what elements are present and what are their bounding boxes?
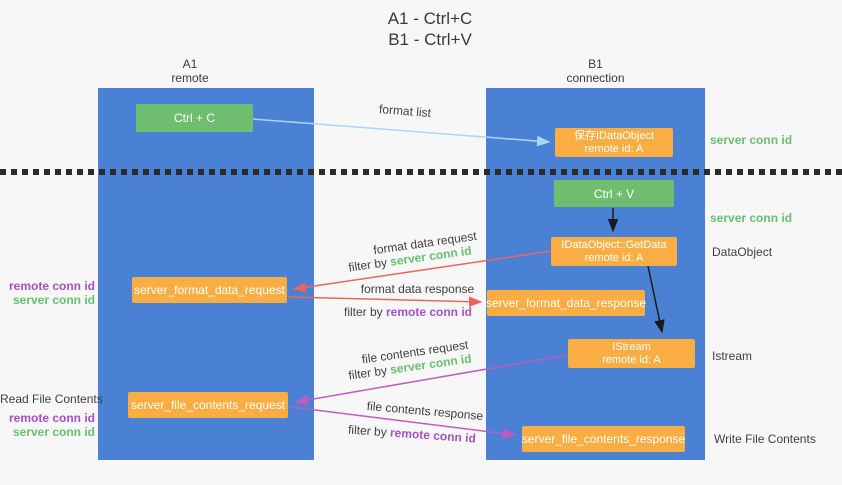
label-filter-by-remote-conn-id-2: filter by remote conn id bbox=[337, 422, 488, 446]
title-line-b1: B1 - Ctrl+V bbox=[388, 30, 472, 49]
node-ctrl-c: Ctrl + C bbox=[136, 104, 253, 132]
lane-a-name: A1 bbox=[182, 57, 198, 71]
right-label-write-file-contents: Write File Contents bbox=[714, 432, 816, 446]
label-format-list: format list bbox=[378, 101, 432, 121]
node-istream-line2: remote id: A bbox=[602, 353, 661, 366]
filter-by-text: filter by bbox=[347, 254, 392, 275]
right-label-server-conn-id-2: server conn id bbox=[710, 211, 793, 225]
arrow-format-data-response bbox=[287, 296, 483, 307]
lane-b-name: B1 bbox=[588, 57, 603, 71]
left-label-server-conn-id-1: server conn id bbox=[12, 293, 95, 307]
node-server-format-data-response: server_format_data_response bbox=[486, 290, 646, 316]
lane-a-subtitle: remote bbox=[171, 71, 209, 85]
node-save-idataobject-line1: 保存IDataObject bbox=[573, 129, 655, 142]
label-format-data-response: format data response bbox=[360, 282, 475, 296]
node-server-file-contents-request: server_file_contents_request bbox=[128, 392, 288, 418]
right-label-istream: Istream bbox=[712, 349, 753, 363]
remote-conn-id-text: remote conn id bbox=[386, 305, 473, 319]
node-server-format-data-request: server_format_data_request bbox=[132, 277, 287, 303]
label-filter-by-remote-conn-id-1: filter by remote conn id bbox=[333, 305, 483, 319]
node-save-idataobject: 保存IDataObject remote id: A bbox=[555, 128, 673, 157]
filter-by-text: filter by bbox=[343, 305, 386, 319]
left-label-server-conn-id-2: server conn id bbox=[12, 425, 95, 439]
label-file-contents-response: file contents response bbox=[366, 398, 484, 424]
machine-boundary-dotted-line bbox=[0, 169, 842, 175]
lane-b-header: B1 connection bbox=[486, 57, 705, 85]
node-istream-line1: IStream bbox=[612, 340, 651, 353]
remote-conn-id-text: remote conn id bbox=[389, 425, 477, 446]
node-server-file-contents-response: server_file_contents_response bbox=[522, 426, 685, 452]
lane-b-subtitle: connection bbox=[566, 71, 625, 85]
left-label-remote-conn-id-1: remote conn id bbox=[8, 279, 95, 293]
left-label-remote-conn-id-2: remote conn id bbox=[8, 411, 95, 425]
diagram-title: A1 - Ctrl+C B1 - Ctrl+V bbox=[300, 8, 560, 50]
node-idataobject-getdata: IDataObject::GetData remote id: A bbox=[551, 237, 677, 266]
node-save-idataobject-line2: remote id: A bbox=[584, 142, 644, 155]
filter-by-text: filter by bbox=[347, 422, 391, 440]
node-istream: IStream remote id: A bbox=[568, 339, 695, 368]
right-label-dataobject: DataObject bbox=[712, 245, 773, 259]
node-getdata-line2: remote id: A bbox=[584, 251, 644, 264]
node-getdata-line1: IDataObject::GetData bbox=[561, 238, 667, 251]
lane-a-header: A1 remote bbox=[90, 57, 290, 85]
right-label-server-conn-id-1: server conn id bbox=[710, 133, 793, 147]
node-ctrl-v: Ctrl + V bbox=[554, 180, 674, 207]
left-label-read-file-contents: Read File Contents bbox=[0, 392, 103, 406]
title-line-a1: A1 - Ctrl+C bbox=[387, 9, 473, 28]
